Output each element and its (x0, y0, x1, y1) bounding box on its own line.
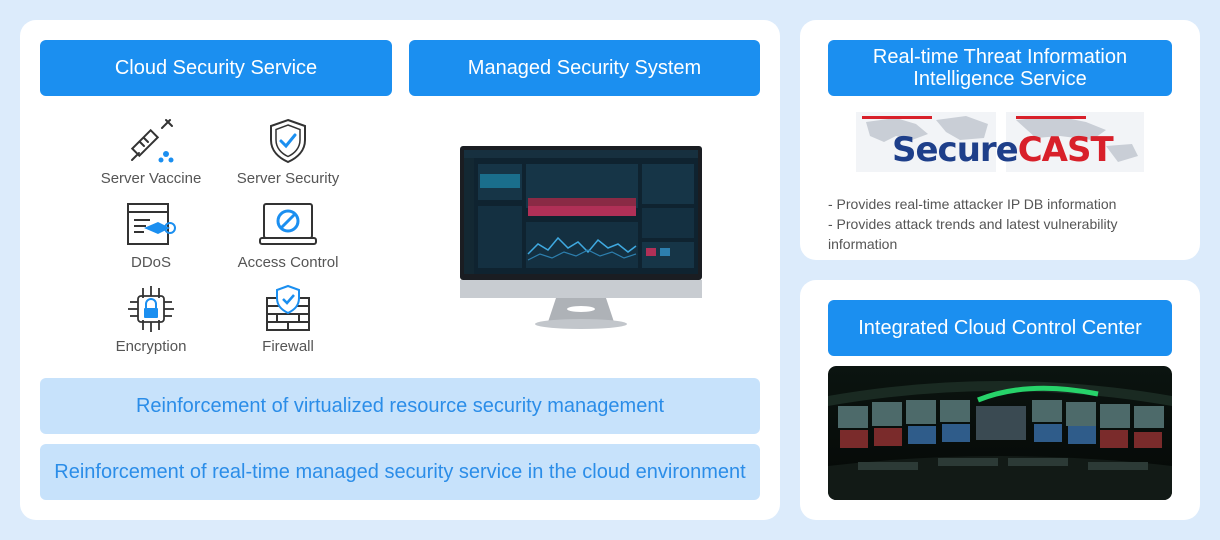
securecast-logo: SecureCAST (856, 110, 1144, 182)
cloud-security-service-title: Cloud Security Service (114, 57, 318, 79)
cloud-security-panel: Cloud Security Service Managed Security … (20, 20, 780, 520)
control-center-panel: Integrated Cloud Control Center (800, 280, 1200, 520)
reinforcement-bar-managed: Reinforcement of real-time managed secur… (40, 444, 760, 500)
service-access-control: Access Control (213, 200, 363, 271)
firewall-icon (266, 284, 310, 331)
cloud-security-service-header: Cloud Security Service (40, 40, 392, 96)
syringe-icon (130, 119, 174, 163)
service-label: Firewall (262, 338, 314, 355)
managed-security-system-title: Managed Security System (467, 57, 702, 79)
service-encryption: Encryption (76, 284, 226, 355)
service-server-vaccine: Server Vaccine (76, 116, 226, 187)
service-label: Server Security (236, 170, 340, 187)
shield-check-icon (270, 118, 306, 164)
service-label: Access Control (237, 254, 339, 271)
control-center-header: Integrated Cloud Control Center (828, 300, 1172, 356)
monitor-dashboard-icon (460, 146, 702, 329)
service-label: Encryption (115, 338, 187, 355)
threat-bullet-3: information (828, 236, 898, 252)
service-ddos: DDoS (76, 200, 226, 271)
service-label: DDoS (130, 254, 171, 271)
service-server-security: Server Security (213, 116, 363, 187)
managed-security-system-header: Managed Security System (409, 40, 760, 96)
lock-circuit-icon (128, 286, 174, 332)
threat-bullet-2: - Provides attack trends and latest vuln… (828, 216, 1118, 232)
threat-title-line1: Real-time Threat Information (872, 46, 1128, 68)
threat-intelligence-header: Real-time Threat Information Intelligenc… (828, 40, 1172, 96)
threat-bullet-1: - Provides real-time attacker IP DB info… (828, 196, 1117, 212)
threat-intelligence-panel: Real-time Threat Information Intelligenc… (800, 20, 1200, 260)
securecast-logo-text: SecureCAST (892, 130, 1114, 170)
no-entry-monitor-icon (259, 203, 317, 245)
world-map-icon (856, 112, 1144, 172)
control-center-title: Integrated Cloud Control Center (858, 317, 1142, 339)
threat-title-line2: Intelligence Service (913, 68, 1087, 90)
reinforcement-bar-virtualized: Reinforcement of virtualized resource se… (40, 378, 760, 434)
reinforcement-text: Reinforcement of virtualized resource se… (135, 394, 665, 417)
ddos-icon (127, 203, 176, 245)
reinforcement-text: Reinforcement of real-time managed secur… (54, 460, 746, 483)
service-firewall: Firewall (213, 284, 363, 355)
service-label: Server Vaccine (100, 170, 202, 187)
control-room-photo (828, 366, 1172, 500)
